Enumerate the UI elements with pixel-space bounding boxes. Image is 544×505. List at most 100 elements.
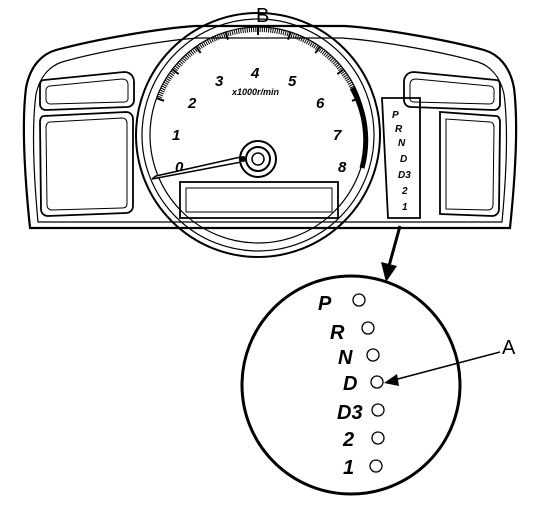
tach-tick xyxy=(157,98,165,101)
tach-tick xyxy=(228,31,229,36)
lcd-inner xyxy=(186,188,332,212)
cluster-gear-d3: D3 xyxy=(398,170,411,181)
tach-tick xyxy=(240,28,241,33)
tach-tick xyxy=(347,80,351,83)
tach-tick xyxy=(291,33,293,38)
tach-tick xyxy=(247,28,248,33)
gear-label-r: R xyxy=(330,322,345,344)
tach-tick xyxy=(230,31,231,36)
callout-label-a: A xyxy=(502,338,515,358)
lamp-r-icon xyxy=(362,322,374,334)
gear-label-n: N xyxy=(338,347,353,369)
tach-tick xyxy=(165,80,169,83)
tach-tick xyxy=(236,29,237,34)
tach-tick xyxy=(168,75,172,78)
tach-tick xyxy=(279,29,280,34)
tach-tick xyxy=(310,42,313,46)
tach-tick xyxy=(209,39,211,43)
callout-label-b: B xyxy=(256,6,269,26)
tachometer: 0 1 2 3 4 5 6 7 8 x1000r/min xyxy=(136,13,380,257)
zoom-arrow xyxy=(381,226,400,282)
gear-label-p: P xyxy=(318,293,332,315)
tach-tick xyxy=(283,30,284,35)
tach-tick xyxy=(200,44,203,48)
lamp-2-icon xyxy=(372,432,384,444)
tach-tick xyxy=(163,84,167,86)
tach-tick xyxy=(343,75,347,78)
cluster-gear-n: N xyxy=(398,138,406,149)
lamp-d-icon xyxy=(371,376,383,388)
tach-tick xyxy=(337,69,343,74)
cluster-housing xyxy=(24,26,516,228)
right-panels xyxy=(404,72,500,216)
cluster-gear-d: D xyxy=(400,154,407,165)
tach-tick xyxy=(166,78,170,81)
gear-label-1: 1 xyxy=(343,457,354,479)
tach-number-1: 1 xyxy=(172,127,180,144)
lamp-p-icon xyxy=(353,294,365,306)
tach-number-3: 3 xyxy=(215,73,224,90)
tach-number-4: 4 xyxy=(250,65,260,82)
tach-tick xyxy=(304,39,306,43)
tach-tick xyxy=(308,41,310,45)
tach-tick xyxy=(306,40,308,44)
cluster-gear-r: R xyxy=(395,124,403,135)
tach-tick xyxy=(268,28,269,33)
tach-tick xyxy=(312,43,315,47)
tach-tick xyxy=(202,43,205,47)
tach-tick xyxy=(164,82,168,84)
tach-number-5: 5 xyxy=(288,73,297,90)
tach-tick xyxy=(203,42,206,46)
lamp-d3-icon xyxy=(372,404,384,416)
tach-tick xyxy=(232,30,233,35)
lamp-n-icon xyxy=(367,349,379,361)
tach-tick xyxy=(167,76,171,79)
tach-tick xyxy=(287,31,288,36)
tach-tick xyxy=(161,88,166,90)
tach-tick xyxy=(217,35,219,40)
tach-tick xyxy=(243,28,244,33)
tach-tick xyxy=(275,28,276,33)
tach-tick xyxy=(273,28,274,33)
tach-tick xyxy=(285,31,286,36)
left-panels xyxy=(40,72,134,216)
tach-tick xyxy=(160,90,165,92)
tach-tick xyxy=(271,28,272,33)
tach-unit-label: x1000r/min xyxy=(231,87,280,97)
tach-tick xyxy=(345,76,349,79)
tach-tick xyxy=(349,84,353,86)
tach-tick xyxy=(277,29,278,34)
tach-tick xyxy=(159,92,164,94)
gear-label-d: D xyxy=(343,373,357,395)
lcd-display xyxy=(180,182,338,218)
tach-tick xyxy=(162,86,166,88)
tach-tick xyxy=(346,78,350,81)
magnified-gear-indicator: P R N D D3 2 1 xyxy=(242,276,460,494)
cluster-gear-p: P xyxy=(392,110,399,121)
tach-tick xyxy=(281,30,282,35)
tach-number-8: 8 xyxy=(338,159,347,176)
tach-tick xyxy=(297,35,299,40)
tach-tick xyxy=(205,41,207,45)
tach-tick xyxy=(207,40,209,44)
gear-label-2: 2 xyxy=(342,429,354,451)
tach-needle xyxy=(152,154,254,179)
tach-number-6: 6 xyxy=(316,95,325,112)
tach-tick xyxy=(245,28,246,33)
tach-tick xyxy=(238,29,239,34)
gear-label-d3: D3 xyxy=(337,402,363,424)
lamp-1-icon xyxy=(370,460,382,472)
tach-tick xyxy=(234,30,235,35)
tach-number-7: 7 xyxy=(333,127,342,144)
tach-tick xyxy=(314,44,317,48)
cluster-gear-2: 2 xyxy=(401,186,408,197)
tach-tick xyxy=(348,82,352,84)
tach-tick xyxy=(158,94,163,96)
cluster-gear-labels: P R N D D3 2 1 xyxy=(392,110,411,213)
tach-tick xyxy=(172,69,178,74)
cluster-gear-1: 1 xyxy=(402,202,408,213)
tach-tick xyxy=(223,33,225,38)
tach-number-2: 2 xyxy=(187,95,197,112)
